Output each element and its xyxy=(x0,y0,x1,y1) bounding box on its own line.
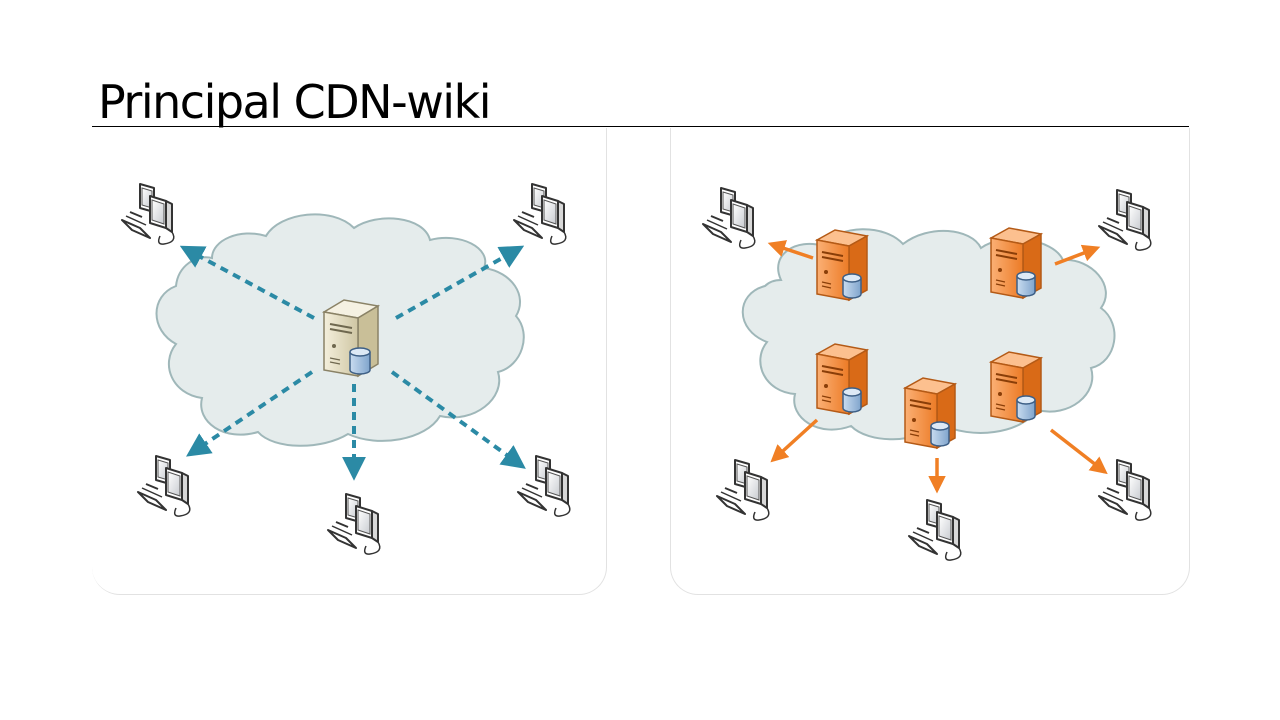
arrow-to-client-bottom-right xyxy=(390,370,526,469)
edge-server-icon xyxy=(816,343,868,415)
arrow-to-client-top-right xyxy=(395,245,525,320)
origin-server-icon xyxy=(321,299,381,378)
edge-server-icon xyxy=(904,377,956,449)
client-computer-icon xyxy=(1098,189,1152,252)
arrow-to-client-bottom-left xyxy=(770,418,819,463)
edge-server-icon xyxy=(990,351,1042,423)
client-computer-icon xyxy=(513,183,567,246)
client-computer-icon xyxy=(702,187,756,250)
edge-delivery-arrows xyxy=(767,240,1108,494)
arrow-to-client-top-left xyxy=(767,240,814,260)
client-computer-icon xyxy=(908,499,962,562)
slide-title: Principal CDN-wiki xyxy=(98,75,492,129)
edge-server-icon xyxy=(816,229,868,301)
arrow-to-client-top-left xyxy=(179,245,315,320)
cdn-diagram-panel xyxy=(670,128,1190,595)
arrow-to-client-top-right xyxy=(1054,244,1101,266)
dashed-distribution-arrows xyxy=(179,245,526,481)
single-server-diagram xyxy=(121,183,571,556)
edge-server-icon xyxy=(990,227,1042,299)
arrow-to-client-bottom-left xyxy=(186,370,314,457)
client-computer-icon xyxy=(121,183,175,246)
client-computer-icon xyxy=(137,455,191,518)
arrow-to-client-bottom-right xyxy=(1049,428,1108,475)
title-underline xyxy=(92,126,1189,127)
client-computer-icon xyxy=(517,455,571,518)
cdn-diagram xyxy=(702,187,1152,562)
client-computer-icon xyxy=(716,459,770,522)
client-computer-icon xyxy=(1098,459,1152,522)
single-server-diagram-panel xyxy=(92,128,607,595)
client-computer-icon xyxy=(327,493,381,556)
